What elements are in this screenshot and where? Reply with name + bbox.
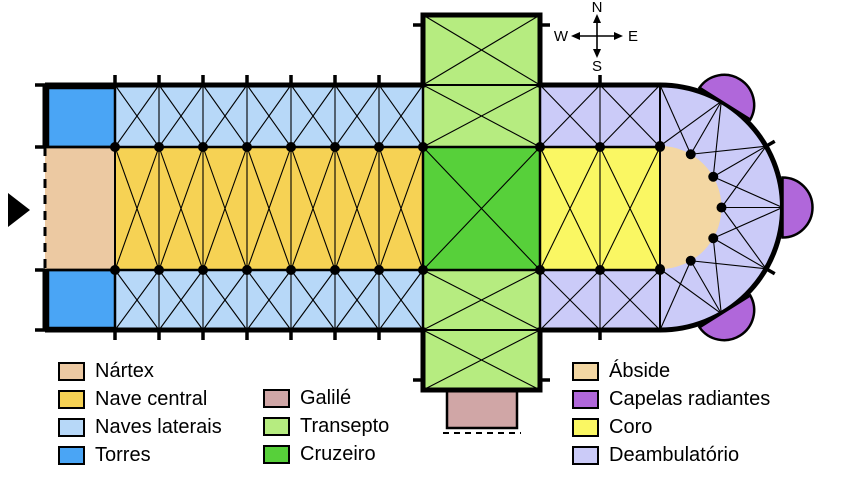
legend-swatch-nave-central bbox=[58, 389, 85, 409]
legend-swatch-abside bbox=[572, 361, 599, 381]
legend-label-naves-laterais: Naves laterais bbox=[95, 416, 222, 438]
legend-swatch-cruzeiro bbox=[263, 444, 290, 464]
compass-arrow-e-icon bbox=[614, 32, 623, 40]
legend-label-nartex: Nártex bbox=[95, 360, 154, 382]
compass-label-w: W bbox=[554, 28, 569, 45]
legend-column-3: Ábside Capelas radiantes Coro Deambulató… bbox=[572, 360, 770, 472]
legend-swatch-torres bbox=[58, 445, 85, 465]
compass-arrow-n-icon bbox=[593, 14, 601, 23]
legend-label-abside: Ábside bbox=[609, 360, 671, 382]
compass: N S W E bbox=[554, 0, 638, 75]
legend-swatch-capelas-radiantes bbox=[572, 389, 599, 409]
region-torre-sul bbox=[46, 268, 117, 330]
wall-south bbox=[45, 327, 660, 393]
entrance-arrow bbox=[8, 193, 30, 227]
legend-item-galile: Galilé bbox=[263, 387, 389, 409]
compass-arrow-w-icon bbox=[571, 32, 580, 40]
legend-label-torres: Torres bbox=[95, 444, 151, 466]
region-galile bbox=[445, 388, 519, 430]
region-transepto-top bbox=[423, 15, 540, 147]
compass-label-s: S bbox=[592, 58, 602, 75]
legend-item-capelas-radiantes: Capelas radiantes bbox=[572, 388, 770, 410]
wall-north bbox=[45, 12, 660, 88]
legend-swatch-naves-laterais bbox=[58, 417, 85, 437]
legend-item-deambulatorio: Deambulatório bbox=[572, 444, 770, 466]
legend-swatch-galile bbox=[263, 388, 290, 408]
region-torre-norte bbox=[46, 86, 117, 149]
region-abside bbox=[660, 146, 722, 269]
legend-label-nave-central: Nave central bbox=[95, 388, 208, 410]
legend-label-galile: Galilé bbox=[300, 387, 352, 409]
chapel-east bbox=[781, 176, 814, 239]
legend-item-naves-laterais: Naves laterais bbox=[58, 416, 222, 438]
legend-item-nartex: Nártex bbox=[58, 360, 222, 382]
compass-label-n: N bbox=[592, 0, 603, 16]
legend-label-capelas-radiantes: Capelas radiantes bbox=[609, 388, 771, 410]
region-nartex bbox=[45, 147, 115, 270]
legend-item-coro: Coro bbox=[572, 416, 770, 438]
chapel-north bbox=[697, 73, 756, 122]
radiating-chapels bbox=[697, 73, 814, 342]
legend-column-1: Nártex Nave central Naves laterais Torre… bbox=[58, 360, 222, 472]
legend-item-nave-central: Nave central bbox=[58, 388, 222, 410]
legend-item-torres: Torres bbox=[58, 444, 222, 466]
legend-item-transepto: Transepto bbox=[263, 415, 389, 437]
legend-swatch-transepto bbox=[263, 416, 290, 436]
legend-label-deambulatorio: Deambulatório bbox=[609, 444, 740, 466]
compass-label-e: E bbox=[628, 28, 638, 45]
legend-label-cruzeiro: Cruzeiro bbox=[300, 443, 376, 465]
legend-label-coro: Coro bbox=[609, 416, 653, 438]
chapel-south bbox=[697, 293, 756, 342]
legend-swatch-deambulatorio bbox=[572, 445, 599, 465]
compass-arrow-s-icon bbox=[593, 49, 601, 58]
pier-dots bbox=[110, 141, 727, 275]
legend-swatch-nartex bbox=[58, 361, 85, 381]
legend-label-transepto: Transepto bbox=[300, 415, 390, 437]
legend-item-cruzeiro: Cruzeiro bbox=[263, 443, 389, 465]
legend-item-abside: Ábside bbox=[572, 360, 770, 382]
legend-swatch-coro bbox=[572, 417, 599, 437]
legend-column-2: Galilé Transepto Cruzeiro bbox=[263, 387, 389, 471]
